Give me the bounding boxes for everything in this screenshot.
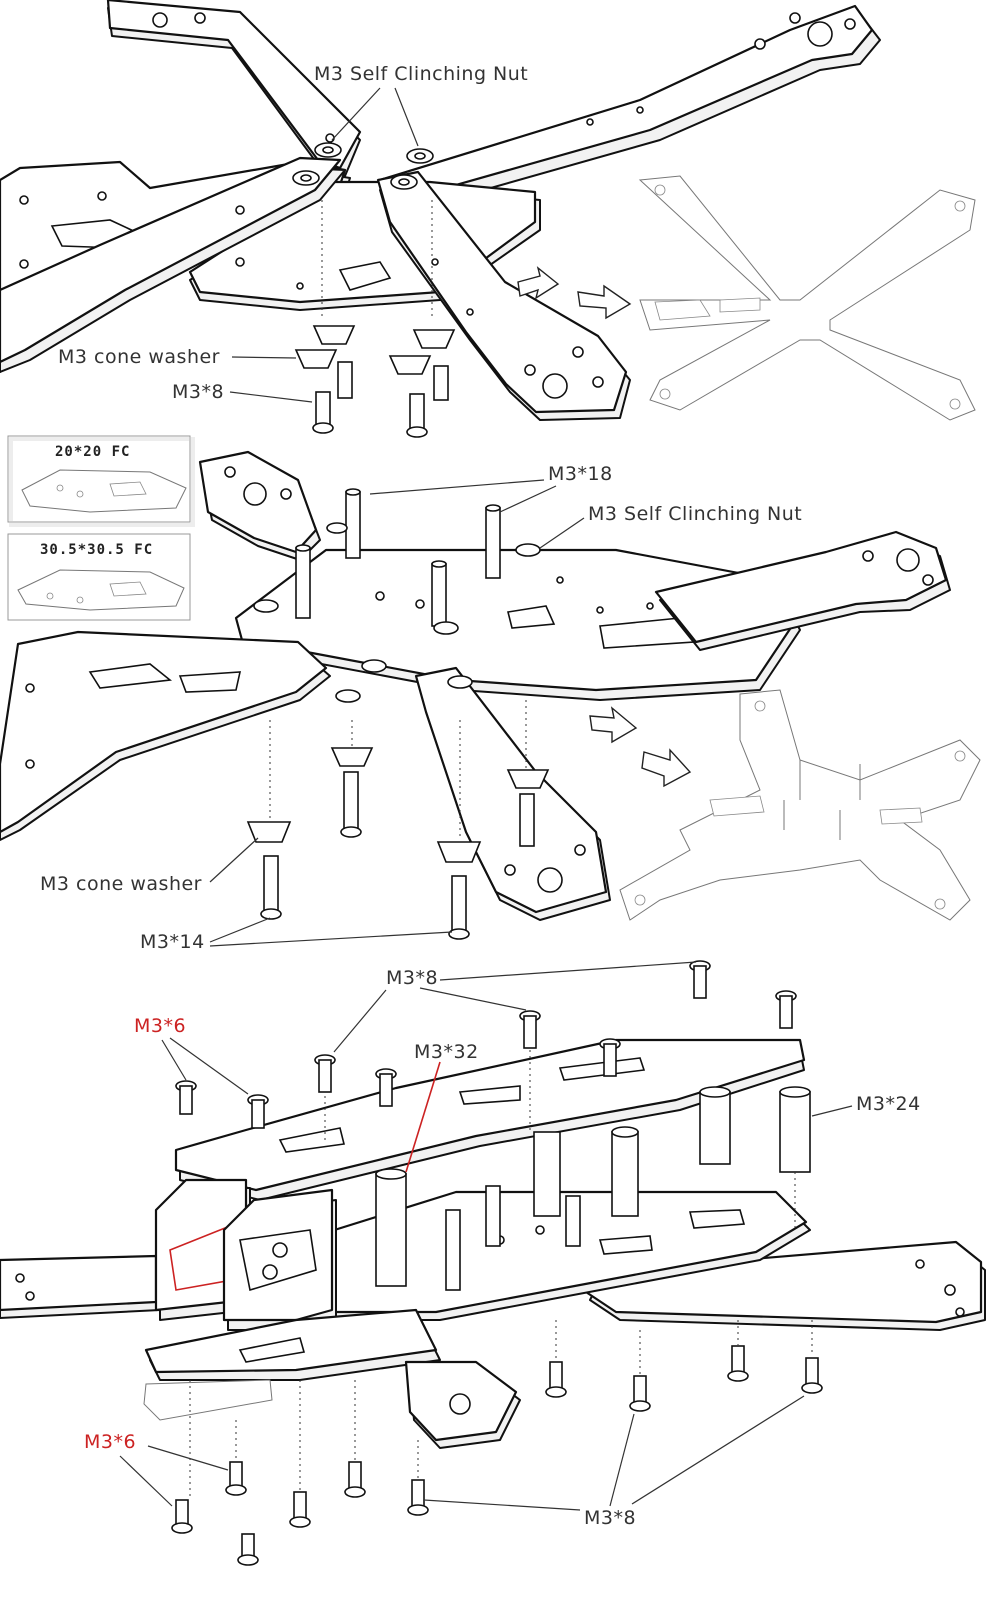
assembled-preview-2 (619, 689, 981, 921)
assembly-arrow (517, 266, 632, 320)
s3-top-plate (174, 1038, 806, 1201)
label-s2-nut: M3 Self Clinching Nut (588, 503, 802, 525)
arm-front-right (376, 170, 631, 421)
s3-bottom-screws (289, 1345, 823, 1528)
s2-arm-left (0, 630, 331, 841)
s2-labels: M3*18 M3 Self Clinching Nut M3 cone wash… (40, 463, 802, 953)
self-clinching-nuts (292, 142, 434, 190)
label-s3-red-bottom: M3*6 (84, 1431, 136, 1453)
s2-cone-washers (246, 747, 550, 863)
battery-bracket (143, 1379, 273, 1421)
s3-lower-front-plate (144, 1308, 521, 1449)
m3x18-standoffs (295, 488, 501, 627)
s2-arm-back-left (198, 450, 321, 561)
section-2-plate-assembly: M3*18 M3 Self Clinching Nut M3 cone wash… (0, 450, 981, 953)
s3-m3x6-top-screws (175, 1080, 269, 1129)
s2-nuts (253, 522, 541, 703)
inset-20x20-fc: 20*20 FC (7, 435, 195, 527)
fc-insets: 20*20 FC 30.5*30.5 FC (7, 435, 195, 621)
s1-labels: M3 Self Clinching Nut M3 cone washer M3*… (58, 63, 528, 403)
section-1-arms-assembly: M3 Self Clinching Nut M3 cone washer M3*… (0, 0, 976, 438)
label-s2-standoff: M3*18 (548, 463, 613, 485)
label-s1-screw: M3*8 (172, 381, 224, 403)
label-s3-long-standoff: M3*32 (414, 1041, 479, 1063)
s3-bottom-plate (294, 1190, 811, 1321)
m3x14-screws (260, 771, 535, 940)
assembled-preview-1 (638, 175, 976, 421)
camera-side-plates (154, 1178, 337, 1331)
arm-back-right (378, 4, 881, 209)
inset-30x30-title: 30.5*30.5 FC (40, 542, 153, 558)
m3x8-screws-s1 (312, 361, 449, 438)
label-s2-screw: M3*14 (140, 931, 205, 953)
section-3-stack-assembly: M3*8 M3*6 M3*32 M3*24 M3*6 M3*8 (0, 960, 986, 1566)
s3-arm-right (584, 1240, 986, 1331)
label-s3-bottom-screw: M3*8 (584, 1507, 636, 1529)
label-s3-top-screw: M3*8 (386, 967, 438, 989)
s2-arm-front-right (414, 666, 611, 921)
inset-30x30-fc: 30.5*30.5 FC (7, 533, 191, 621)
label-s3-standoff: M3*24 (856, 1093, 921, 1115)
s3-standoffs (375, 1086, 811, 1291)
s2-arm-right (654, 530, 951, 651)
label-s1-washer: M3 cone washer (58, 346, 220, 368)
label-s1-nut: M3 Self Clinching Nut (314, 63, 528, 85)
label-s3-red-top: M3*6 (134, 1015, 186, 1037)
label-s2-washer: M3 cone washer (40, 873, 202, 895)
s3-arm-left (0, 1254, 161, 1319)
s2-assembly-arrow (589, 706, 692, 788)
cone-washers (294, 325, 456, 375)
s3-labels: M3*8 M3*6 M3*32 M3*24 M3*6 M3*8 (84, 961, 921, 1529)
s3-m3x6-bottom-screws (171, 1461, 259, 1566)
s3-top-screws (314, 960, 797, 1107)
inset-20x20-title: 20*20 FC (55, 444, 130, 460)
arm-front-left (0, 156, 346, 373)
s2-top-plate (234, 548, 801, 701)
